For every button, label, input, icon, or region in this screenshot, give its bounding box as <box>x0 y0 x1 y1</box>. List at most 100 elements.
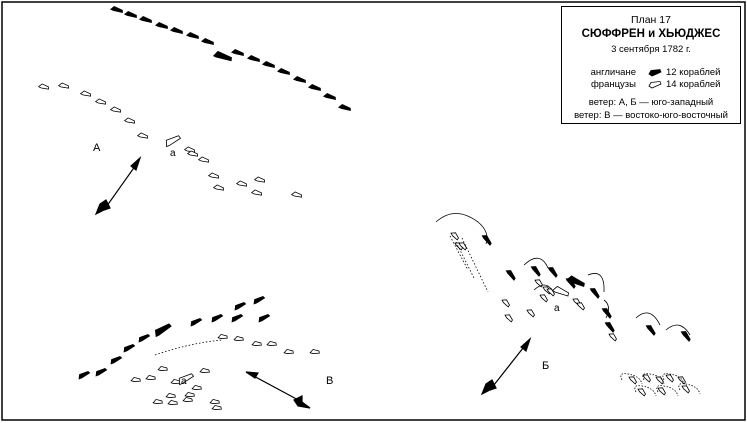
wind-note-v: ветер: В — востоко-юго-восточный <box>574 110 728 121</box>
track-dotted-phase-b-2 <box>461 237 489 293</box>
battle-date: 3 сентября 1782 г. <box>611 44 691 55</box>
phase-label-a: А <box>93 142 101 154</box>
legend-row-french: французы 14 кораблей <box>562 79 740 91</box>
french-ship-a <box>94 98 106 105</box>
french-ship-v <box>182 396 193 402</box>
french-ship-b <box>665 374 674 383</box>
english-ship-a <box>123 11 137 19</box>
french-ship-b <box>628 376 637 385</box>
english-ship-b <box>505 270 516 281</box>
english-ship-v <box>123 343 136 353</box>
french-ship-v <box>165 392 176 398</box>
english-ship-b <box>547 267 558 278</box>
wind-arrows <box>94 156 532 409</box>
french-ship-b <box>576 302 585 311</box>
french-ship-b <box>642 374 651 383</box>
legend-row-english: англичане 12 кораблей <box>562 67 740 79</box>
french-curl-4 <box>634 385 657 397</box>
french-ship-a <box>136 132 148 139</box>
french-ship-a <box>235 180 247 187</box>
english-flagship-b <box>566 275 585 288</box>
wind-note-a-b: ветер: А, Б — юго-западный <box>588 97 714 108</box>
english-ship-v <box>211 313 224 323</box>
french-ship-b <box>504 314 513 323</box>
french-ship-v <box>209 398 220 404</box>
french-curl-3 <box>662 373 685 385</box>
french-ship-v <box>251 340 262 346</box>
english-ship-v <box>110 355 123 365</box>
french-ship-a <box>186 150 198 157</box>
french-ship-v <box>199 367 210 373</box>
french-ship-a <box>253 176 265 183</box>
flagship-label-b: а <box>554 303 560 314</box>
english-ship-b <box>604 322 615 333</box>
english-ship-v <box>190 317 203 327</box>
english-ship-a <box>261 61 275 69</box>
flagship-label-v: а <box>181 376 187 387</box>
french-curl-6 <box>678 383 701 395</box>
turn-arc-b-1 <box>435 213 488 245</box>
english-ship-b <box>645 325 656 336</box>
english-ship-a <box>154 22 168 30</box>
english-ship-v <box>138 333 151 343</box>
english-ship-b <box>589 288 600 299</box>
french-ship-v <box>152 398 163 404</box>
french-ship-v <box>233 335 244 341</box>
french-ship-b <box>637 388 646 397</box>
wind-arrow-phase-v <box>245 371 311 409</box>
english-ship-a <box>109 6 123 14</box>
plan-number: План 17 <box>631 14 671 26</box>
english-ship-b <box>601 308 612 319</box>
french-curl-2 <box>642 373 665 385</box>
english-ship-a <box>200 38 214 46</box>
english-ship-a <box>246 55 260 63</box>
turn-arc-b-4 <box>533 284 553 291</box>
french-ship-v <box>283 348 294 354</box>
french-ship-a <box>290 191 302 198</box>
plan-title: СЮФФРЕН и ХЬЮДЖЕС <box>581 28 721 40</box>
french-count: 14 кораблей <box>666 79 721 90</box>
phase-label-b: Б <box>542 360 549 372</box>
french-ship-b <box>655 376 664 385</box>
english-ship-a <box>276 68 290 76</box>
french-ship-a <box>57 82 69 89</box>
wind-arrow-phase-a <box>94 156 142 216</box>
french-ship-v <box>217 333 228 339</box>
french-ship-v <box>130 376 141 382</box>
turn-arc-b-2 <box>523 257 549 269</box>
english-ship-v <box>253 295 266 305</box>
wind-arrow-phase-b <box>480 337 532 396</box>
english-ship-v <box>231 313 244 323</box>
english-count: 12 кораблей <box>666 67 721 78</box>
legend-box: План 17 СЮФФРЕН и ХЬЮДЖЕС 3 сентября 178… <box>561 6 741 124</box>
ships-layer <box>37 6 691 410</box>
track-dotted-phase-b-3 <box>449 235 469 271</box>
french-ship-v <box>309 348 320 354</box>
french-ship-b <box>526 309 535 318</box>
english-ship-v <box>258 313 271 323</box>
english-ship-a <box>307 84 321 92</box>
french-ship-v <box>184 391 195 397</box>
french-ship-b <box>458 242 467 251</box>
french-flagship-v <box>178 373 195 386</box>
english-ship-v <box>234 301 247 311</box>
french-ship-a <box>109 106 121 113</box>
french-ship-b <box>501 299 510 308</box>
french-ship-a <box>37 83 49 90</box>
english-ship-v <box>95 367 108 377</box>
french-label: французы <box>590 79 636 90</box>
flagship-label-a: а <box>170 148 176 159</box>
english-label: англичане <box>590 67 636 78</box>
french-ship-a <box>197 156 209 163</box>
french-curl-1 <box>620 373 643 385</box>
french-ship-b <box>681 385 690 394</box>
english-ship-a <box>185 32 199 40</box>
track-dotted-phase-v <box>154 339 223 356</box>
english-flagship-v <box>154 323 172 338</box>
french-ship-v <box>157 365 168 371</box>
french-curl-5 <box>656 385 679 397</box>
french-ship-icon <box>648 81 662 89</box>
english-ship-a <box>337 104 351 112</box>
french-ship-a <box>79 90 91 97</box>
